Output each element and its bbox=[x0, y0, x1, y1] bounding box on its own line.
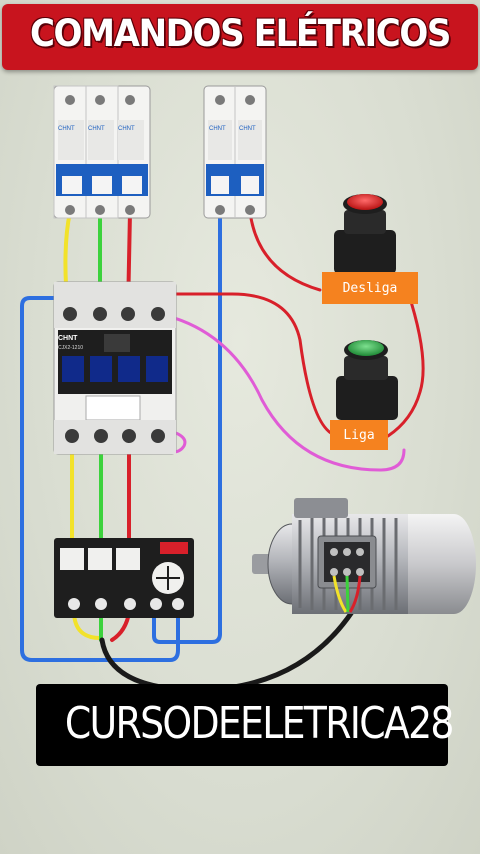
page-title: COMANDOS ELÉTRICOS bbox=[29, 12, 451, 55]
wire-magenta-a bbox=[158, 312, 406, 472]
breaker3-brand: CHNT bbox=[58, 126, 75, 132]
contactor: CHNT CJX2-1210 bbox=[53, 281, 177, 455]
breaker3-brand-2: CHNT bbox=[88, 126, 105, 132]
wire-black-motor bbox=[99, 609, 355, 693]
overload-relay bbox=[54, 538, 194, 618]
breaker2-brand: CHNT bbox=[209, 126, 226, 132]
stop-button-device bbox=[334, 194, 396, 274]
breaker3-brand-3: CHNT bbox=[118, 126, 135, 132]
wire-blue-breaker bbox=[152, 210, 222, 644]
watermark-banner: CURSODEELETRICA28 bbox=[36, 684, 455, 766]
three-pole-breaker: CHNT CHNT CHNT bbox=[53, 85, 151, 219]
watermark-text: CURSODEELETRICA28 bbox=[64, 698, 455, 749]
stop-button-label: Desliga bbox=[322, 272, 418, 304]
contactor-model: CJX2-1210 bbox=[58, 345, 83, 351]
wire-red-control-b bbox=[158, 292, 340, 438]
contactor-brand: CHNT bbox=[58, 335, 78, 342]
wire-blue-loop bbox=[20, 296, 180, 662]
start-button-device bbox=[336, 340, 398, 420]
breaker2-brand-2: CHNT bbox=[239, 126, 256, 132]
motor bbox=[252, 498, 476, 614]
title-banner: COMANDOS ELÉTRICOS bbox=[2, 4, 478, 70]
wire-red-control-c bbox=[386, 290, 425, 438]
two-pole-breaker: CHNT CHNT bbox=[203, 85, 267, 219]
wire-red-control-a bbox=[248, 210, 322, 292]
start-button-label: Liga bbox=[330, 420, 388, 450]
